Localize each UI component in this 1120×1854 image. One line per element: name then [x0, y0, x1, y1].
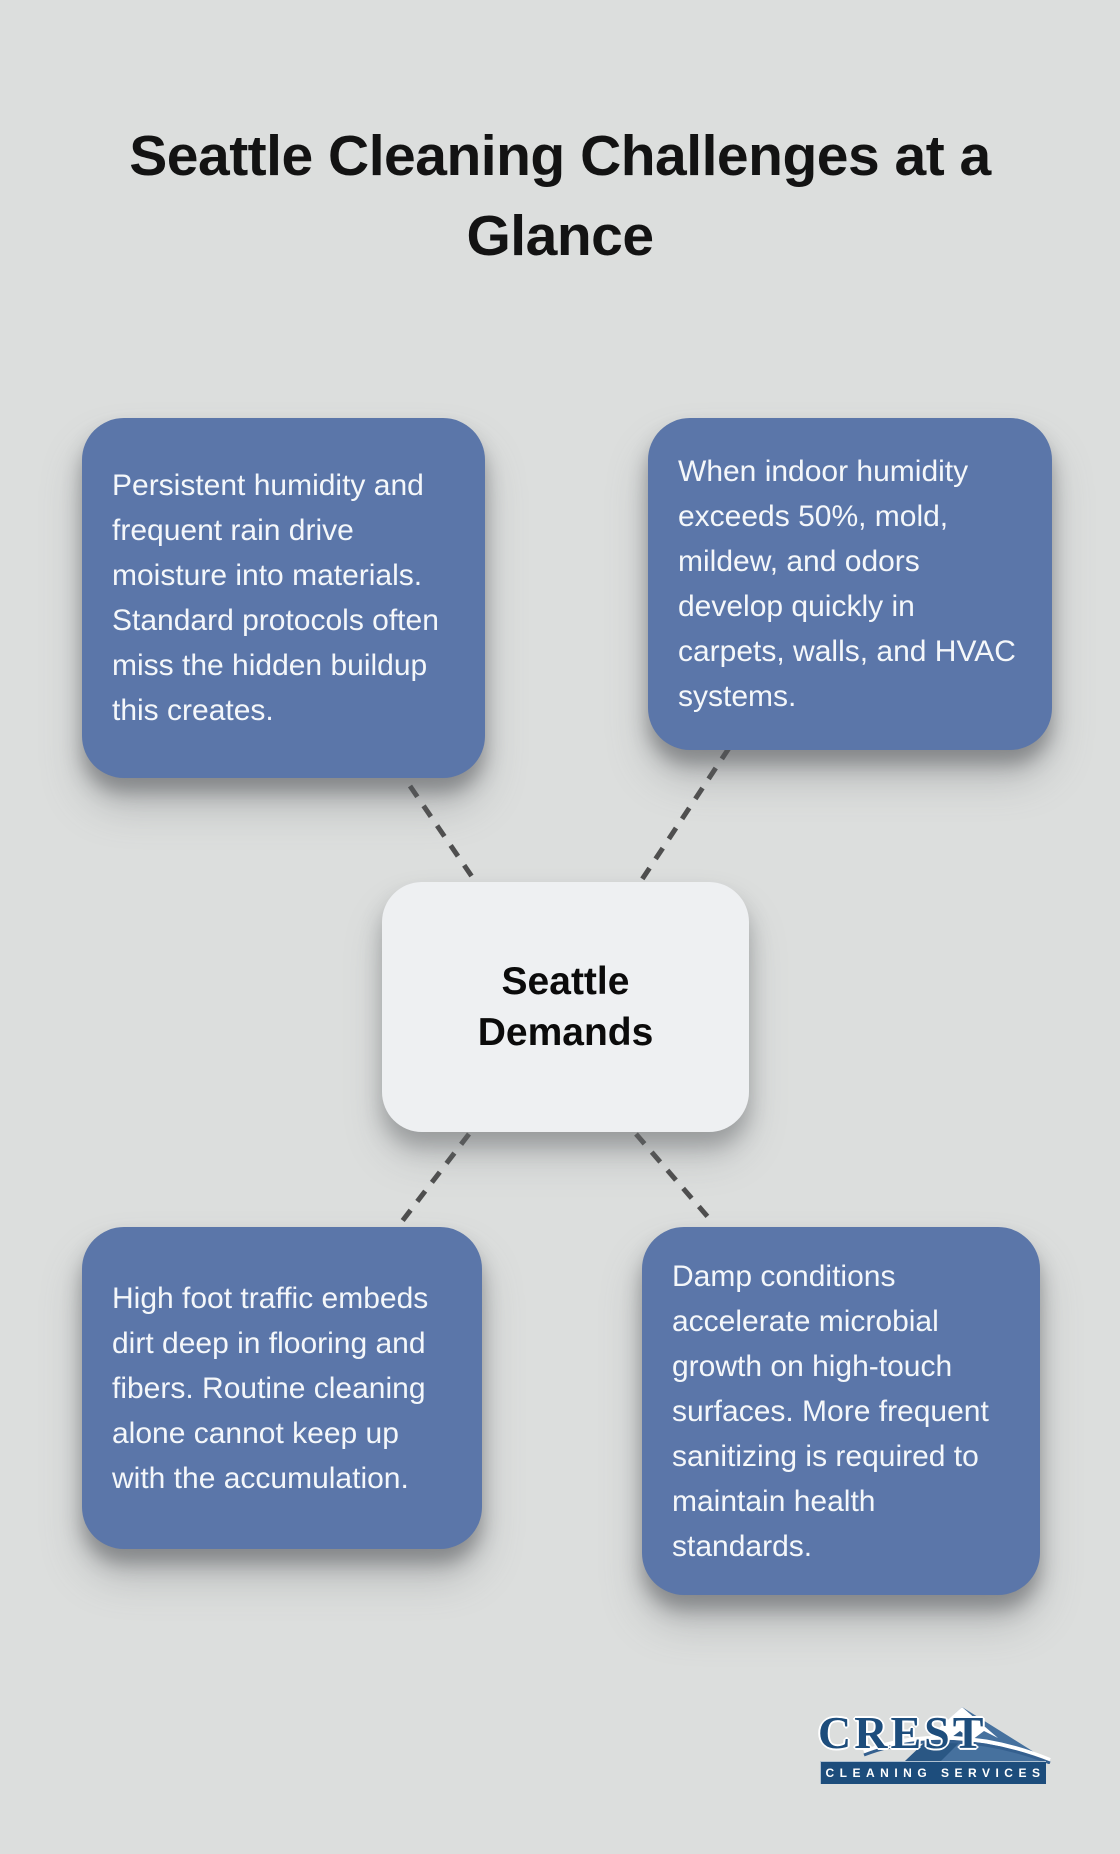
connector-bottom-left — [398, 1132, 471, 1226]
challenge-text: Persistent humidity and frequent rain dr… — [112, 469, 439, 727]
page-title: Seattle Cleaning Challenges at a Glance — [129, 124, 991, 268]
brand-name: CREST — [818, 1707, 987, 1758]
mountain-icon — [863, 1707, 1051, 1764]
challenge-text: When indoor humidity exceeds 50%, mold, … — [678, 455, 1016, 713]
brand-banner: CLEANING SERVICES — [820, 1761, 1046, 1784]
challenge-text: Damp conditions accelerate microbial gro… — [672, 1259, 989, 1563]
challenge-text: High foot traffic embeds dirt deep in fl… — [112, 1281, 429, 1495]
challenge-card-top-right: When indoor humidity exceeds 50%, mold, … — [648, 418, 1052, 750]
challenge-card-top-left: Persistent humidity and frequent rain dr… — [82, 418, 485, 778]
connector-bottom-right — [634, 1132, 716, 1226]
connector-top-right — [636, 746, 732, 886]
connector-top-left — [407, 784, 480, 886]
brand-tagline: CLEANING SERVICES — [825, 1765, 1046, 1780]
brand-logo: CREST CLEANING SERVICES — [812, 1702, 1052, 1794]
center-node: Seattle Demands — [382, 882, 749, 1132]
challenge-card-bottom-right: Damp conditions accelerate microbial gro… — [642, 1227, 1040, 1595]
center-node-label: Seattle Demands — [477, 960, 654, 1054]
challenge-card-bottom-left: High foot traffic embeds dirt deep in fl… — [82, 1227, 482, 1549]
